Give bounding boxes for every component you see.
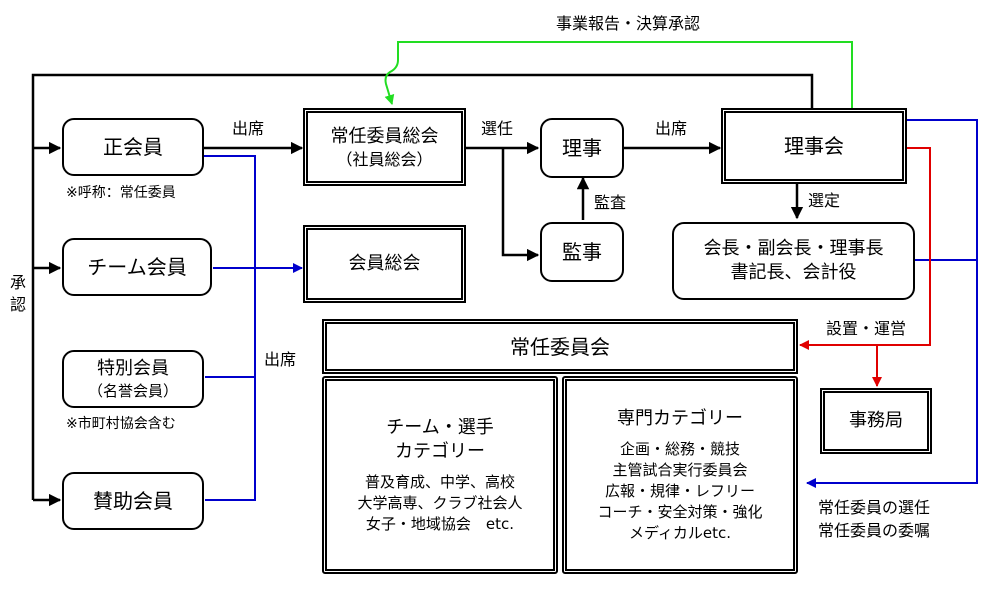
regular-member-label: 正会員 [103,135,163,159]
team-category-title-line1: チーム・選手 [386,416,494,438]
specialist-category-title: 専門カテゴリー [617,407,743,429]
team-category-item: 普及育成、中学、高校 [364,472,515,491]
team-category-item: 大学高専、クラブ社会人 [357,493,523,512]
board-label: 理事会 [784,134,844,158]
specialist-category-item: コーチ・安全対策・強化 [597,502,763,521]
specialist-category-item: 企画・総務・競技 [619,439,740,458]
elect-label: 選任 [481,119,514,138]
team-member-box: チーム会員 [62,238,212,296]
auditor-box: 監事 [540,222,624,282]
supporting-member-box: 賛助会員 [62,472,204,530]
audit-label: 監査 [594,193,627,212]
special-member-sub-label: （名誉会員） [87,382,178,400]
specialist-category-panel: 専門カテゴリー 企画・総務・競技 主管試合実行委員会 広報・規律・レフリー コー… [562,376,798,574]
attend-label-right: 出席 [655,119,688,138]
committee-commission-label: 常任委員の委嘱 [818,521,931,540]
main-flow-lines [203,141,804,262]
team-category-title-line2: カテゴリー [395,440,485,462]
auditor-label: 監事 [562,240,602,264]
select-label: 選定 [808,191,841,210]
specialist-category-item: 広報・規律・レフリー [604,481,755,500]
regular-member-box: 正会員 [62,118,204,176]
standing-general-meeting-label: 常任委員総会 [330,125,439,147]
supporting-member-label: 賛助会員 [93,489,173,513]
standing-general-meeting-box: 常任委員総会 （社員総会） [303,108,466,186]
specialist-category-item: メディカルetc. [628,523,732,542]
secretariat-label: 事務局 [849,410,903,431]
committee-selection-label: 常任委員の選任 [818,498,931,517]
special-member-label: 特別会員 [97,358,169,379]
team-member-label: チーム会員 [87,255,187,279]
general-meeting-label: 会員総会 [348,253,421,274]
attend-label-middle: 出席 [264,350,297,369]
standing-committee-label: 常任委員会 [510,334,610,359]
team-category-item: 女子・地域協会 etc. [365,514,515,533]
officers-line2: 書記長、会計役 [730,262,857,283]
specialist-category-item: 主管試合実行委員会 [612,460,748,479]
approve-label: 承 認 [10,272,27,316]
special-member-note: ※市町村協会含む [66,416,176,432]
team-category-panel: チーム・選手 カテゴリー 普及育成、中学、高校 大学高専、クラブ社会人 女子・地… [322,376,558,574]
officers-box: 会長・副会長・理事長 書記長、会計役 [672,222,915,300]
blue-lines [203,119,978,501]
red-lines [799,147,931,387]
standing-general-meeting-sub-label: （社員総会） [336,149,433,169]
general-meeting-box: 会員総会 [303,225,466,303]
director-label: 理事 [562,136,602,160]
special-member-box: 特別会員 （名誉会員） [62,350,204,408]
board-box: 理事会 [721,108,907,184]
setup-operate-label: 設置・運営 [826,319,907,338]
director-box: 理事 [540,118,624,178]
regular-member-note: ※呼称：常任委員 [66,185,176,201]
approval-line [31,73,814,507]
officers-line1: 会長・副会長・理事長 [703,238,884,259]
business-report-line [384,41,853,110]
standing-committee-box: 常任委員会 [322,319,798,374]
attend-label-top: 出席 [232,119,265,138]
secretariat-box: 事務局 [820,388,932,454]
business-report-label: 事業報告・決算承認 [556,14,701,33]
